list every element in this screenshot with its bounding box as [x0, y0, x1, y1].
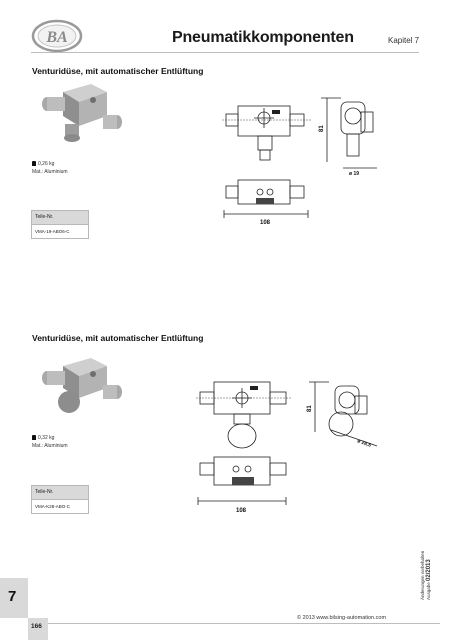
svg-text:ø 19: ø 19 [349, 171, 359, 177]
part-number-table: Teile-Nr. VMA-K28-ABO-C [31, 485, 89, 514]
material-value: Mat.: Aluminium [32, 169, 68, 175]
section-title: Venturidüse, mit automatischer Entlüftun… [32, 66, 204, 76]
svg-text:108: 108 [260, 220, 271, 226]
material-value: Mat.: Aluminium [32, 443, 68, 449]
weight-value: 0,26 kg [38, 161, 55, 167]
technical-drawing-side: 81 ø 28,5 [307, 381, 378, 448]
technical-drawing-top: 108 [197, 456, 287, 514]
section-title: Venturidüse, mit automatischer Entlüftun… [32, 333, 204, 343]
footer-divider [48, 623, 440, 624]
edition-label: Ausgabe [426, 582, 431, 600]
product-image [42, 84, 122, 142]
chapter-tab: 7 [0, 578, 28, 618]
chapter-tab-number: 7 [8, 588, 17, 605]
edition-value: 02/2013 [426, 559, 432, 581]
technical-drawing-top: 108 [223, 179, 309, 226]
part-number-header: Teile-Nr. [32, 486, 88, 500]
technical-drawing-front [196, 381, 292, 449]
svg-text:ø 28,5: ø 28,5 [356, 438, 372, 448]
part-number-value: VMA-K28-ABO-C [32, 500, 88, 513]
weight-value: 0,32 kg [38, 435, 55, 441]
svg-text:108: 108 [236, 508, 247, 514]
part-number-value: VMA-19-ABO6-C [32, 225, 88, 238]
svg-text:81: 81 [307, 405, 313, 412]
svg-text:BA: BA [45, 29, 68, 46]
weight-icon [32, 161, 36, 166]
header-divider [31, 52, 419, 53]
chapter-label: Kapitel 7 [388, 36, 420, 45]
weight-icon [32, 435, 36, 440]
technical-drawing-front [222, 105, 312, 161]
technical-drawing-side: 81 ø 19 [319, 97, 377, 177]
company-logo: BA [31, 19, 83, 53]
spec-block: 0,26 kg Mat.: Aluminium [32, 160, 68, 176]
part-number-header: Teile-Nr. [32, 211, 88, 225]
edition-note: Änderungen vorbehalten Ausgabe 02/2013 [420, 551, 432, 600]
page-title: Pneumatikkomponenten [172, 29, 354, 46]
svg-text:81: 81 [319, 125, 325, 132]
footer-copyright: © 2013 www.bilsing-automation.com [297, 615, 387, 621]
part-number-table: Teile-Nr. VMA-19-ABO6-C [31, 210, 89, 239]
spec-block: 0,32 kg Mat.: Aluminium [32, 434, 68, 450]
page-number: 166 [31, 623, 42, 630]
product-image [42, 358, 122, 413]
page-number-box: 166 [28, 618, 48, 640]
